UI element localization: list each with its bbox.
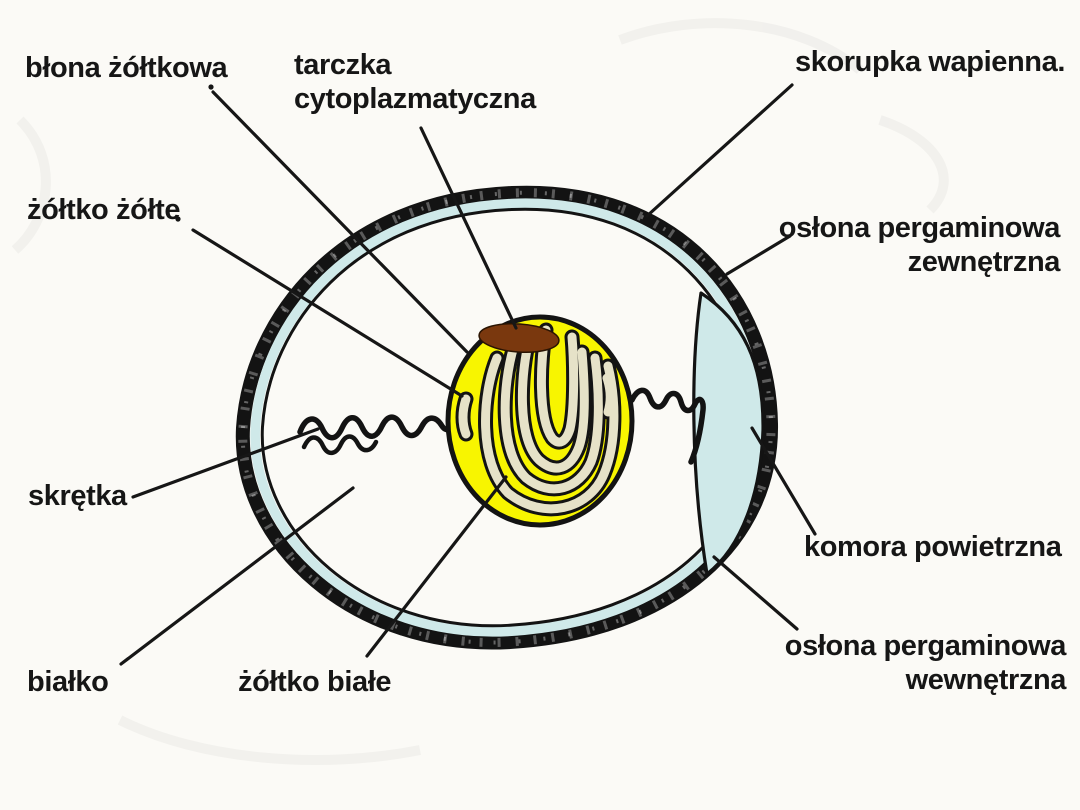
leader-zoltko-biale (365, 475, 508, 658)
leader-zoltko-zolte (191, 228, 464, 398)
label-tarczka-cytoplazmatyczna: tarczka cytoplazmatyczna (294, 49, 536, 115)
label-skorupka-wapienna: skorupka wapienna. (795, 46, 1065, 78)
label-bialko: białko (27, 666, 109, 698)
scan-artifact (11, 18, 949, 765)
leader-oslona-wewnetrzna (712, 555, 799, 631)
egg-body (235, 185, 779, 650)
chalazae (297, 387, 706, 465)
yolk-group (445, 314, 635, 528)
leader-komora (750, 426, 817, 536)
leader-skretka (131, 427, 320, 499)
white-yolk-rings (458, 325, 619, 514)
label-oslona-pergaminowa-zewnetrzna: osłona pergaminowa zewnętrzna (778, 212, 1061, 278)
air-chamber (692, 291, 765, 576)
leader-tarczka (419, 126, 518, 330)
chalaza-right (629, 387, 706, 465)
label-zoltko-zolte: żółtko żółte (27, 194, 181, 226)
egg-shell (235, 185, 779, 650)
leader-bialko (119, 486, 355, 666)
leader-oslona-zewnetrzna (725, 234, 792, 276)
label-blona-zoltkowa: błona żółtkowa (25, 52, 228, 84)
leader-dot-blona (208, 84, 214, 90)
label-skretka: skrętka (28, 480, 127, 512)
label-komora-powietrzna: komora powietrzna (804, 531, 1062, 563)
shell-speckles (238, 188, 776, 647)
label-zoltko-biale: żółtko białe (238, 666, 392, 698)
blastodisc (478, 323, 560, 353)
leader-skorupka (645, 83, 794, 218)
chalaza-left (297, 409, 463, 441)
leader-lines (119, 83, 817, 666)
leader-blona-zoltkowa (211, 90, 469, 354)
chalaza-left-strand2 (301, 434, 379, 456)
leader-dot-zoltko-zolte (175, 216, 181, 222)
label-oslona-pergaminowa-wewnetrzna: osłona pergaminowa wewnętrzna (784, 630, 1067, 696)
